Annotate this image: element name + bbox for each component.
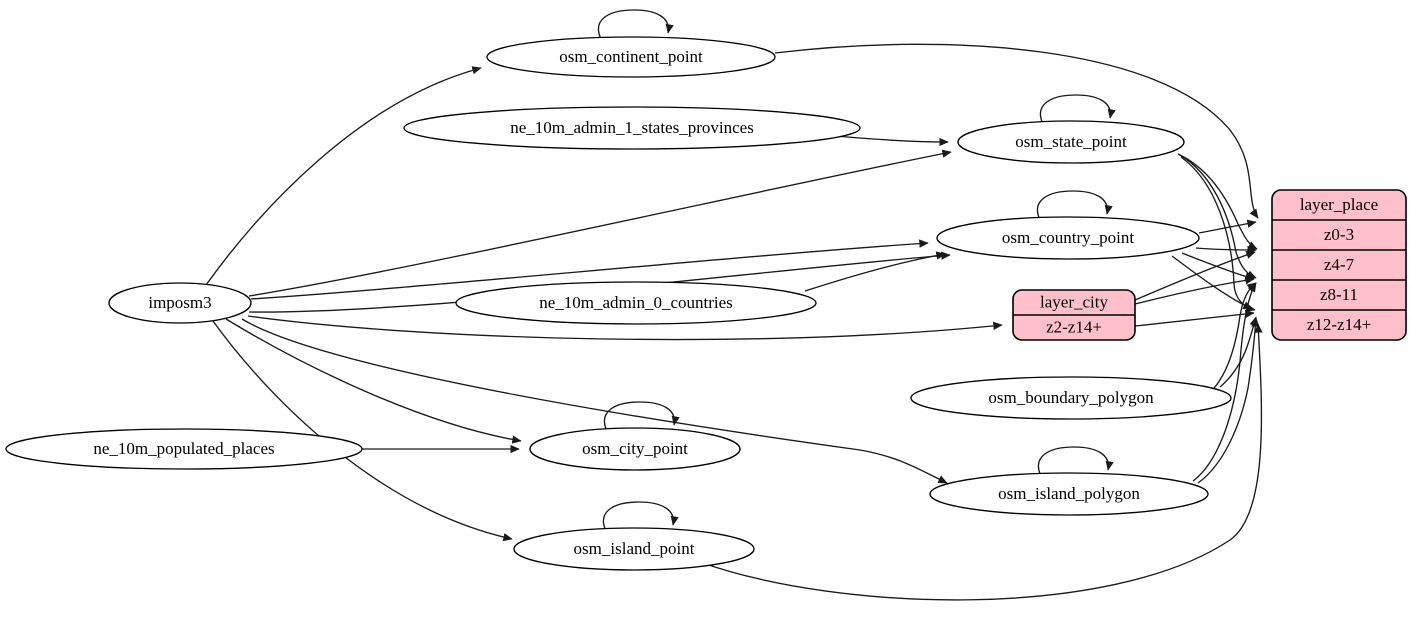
node-osm_island_point[interactable]: osm_island_point [513,527,755,571]
layer-row-label[interactable]: z8-11 [1320,285,1358,304]
node-label: ne_10m_populated_places [93,439,274,458]
self-loop-osm_continent_point [597,9,674,40]
node-shape [486,36,776,78]
node-label: osm_state_point [1015,132,1127,151]
edge-layer_city-to-layer_place-z4-7 [1134,250,1256,301]
node-shape [910,376,1232,420]
node-shape [455,281,817,325]
node-label: osm_island_polygon [998,484,1140,503]
node-ne_10m_admin_1_states_provinces[interactable]: ne_10m_admin_1_states_provinces [403,106,861,150]
self-loop-osm_island_point [602,501,679,532]
layer-title: layer_city [1040,292,1108,311]
self-loop-osm_island_polygon [1037,446,1114,477]
node-osm_country_point[interactable]: osm_country_point [936,216,1200,260]
layer-row-label[interactable]: z2-z14+ [1046,317,1102,336]
layer-body [1271,189,1407,341]
node-imposm3[interactable]: imposm3 [108,282,252,324]
node-label: imposm3 [148,293,211,312]
edge-osm_island_polygon-to-layer_place-z8-11 [1192,282,1257,482]
edge-imposm3-to-osm_continent_point [205,66,482,286]
edge-layer_city-to-layer_place-z12-z14+ [1134,309,1255,327]
edge-imposm3-to-osm_state_point [248,149,952,297]
node-shape [957,120,1185,164]
edge-osm_country_point-to-layer_place-z4-7 [1195,245,1257,255]
node-shape [513,527,755,571]
node-label: osm_boundary_polygon [988,388,1154,407]
node-layer: imposm3 ne_10m_populated_places ne_10m_adm… [5,36,1232,571]
node-shape [529,427,741,471]
edge-osm_island_polygon-to-layer_place-z12-z14+ [1197,317,1260,484]
self-loop-osm_city_point [603,401,680,432]
node-label: osm_country_point [1002,228,1134,247]
node-osm_state_point[interactable]: osm_state_point [957,120,1185,164]
node-layer_place[interactable]: layer_place z0-3 z4-7 z8-11 z12-z14+ [1271,189,1407,341]
edge-osm_state_point-to-layer_place-z4-7 [1177,153,1258,250]
edge-imposm3-to-osm_island_polygon [241,318,948,484]
edge-osm_continent_point-to-layer_place-z0-3 [774,43,1259,219]
node-shape [403,106,861,150]
self-loop-osm_state_point [1039,94,1116,125]
edge-imposm3-to-osm_city_point [225,318,522,444]
node-osm_boundary_polygon[interactable]: osm_boundary_polygon [910,376,1232,420]
layer-row-label[interactable]: z12-z14+ [1307,315,1371,334]
edge-layer [205,9,1263,601]
edge-ne_10m_admin_1_states_provinces-to-osm_state_point [835,135,949,147]
node-ne_10m_admin_0_countries[interactable]: ne_10m_admin_0_countries [455,281,817,325]
layer-title: layer_place [1300,195,1378,214]
node-label: ne_10m_admin_0_countries [539,293,733,312]
node-label: osm_city_point [582,439,688,458]
node-ne_10m_populated_places[interactable]: ne_10m_populated_places [5,428,363,470]
edge-imposm3-to-layer_city [247,315,1003,341]
layer-row-label[interactable]: z0-3 [1324,225,1354,244]
edge-imposm3-to-osm_island_point [212,320,513,542]
node-label: osm_island_point [574,539,695,558]
edge-imposm3-to-osm_country_point [250,239,929,300]
node-layer_city[interactable]: layer_city z2-z14+ [1012,289,1136,341]
node-shape [929,472,1209,516]
edge-layer_city-to-layer_place-z8-11 [1134,276,1255,305]
layer-node-layer: layer_place z0-3 z4-7 z8-11 z12-z14+ layer_ci… [1012,189,1407,341]
layer-row-label[interactable]: z4-7 [1324,255,1355,274]
edge-osm_country_point-to-layer_place-z12-z14+ [1171,255,1253,310]
edge-ne_10m_admin_0_countries-to-osm_country_point [804,251,946,292]
node-shape [936,216,1200,260]
edge-osm_island_point-to-layer_place-z12-z14+ [699,323,1263,601]
node-label: ne_10m_admin_1_states_provinces [510,118,754,137]
node-osm_continent_point[interactable]: osm_continent_point [486,36,776,78]
node-shape [5,428,363,470]
node-label: osm_continent_point [559,47,703,66]
node-osm_city_point[interactable]: osm_city_point [529,427,741,471]
node-osm_island_polygon[interactable]: osm_island_polygon [929,472,1209,516]
edge-osm_state_point-to-layer_place-z8-11 [1179,154,1257,279]
node-shape [108,282,252,324]
edge-osm_country_point-to-layer_place-z0-3 [1198,219,1257,234]
self-loop-osm_country_point [1036,190,1113,221]
